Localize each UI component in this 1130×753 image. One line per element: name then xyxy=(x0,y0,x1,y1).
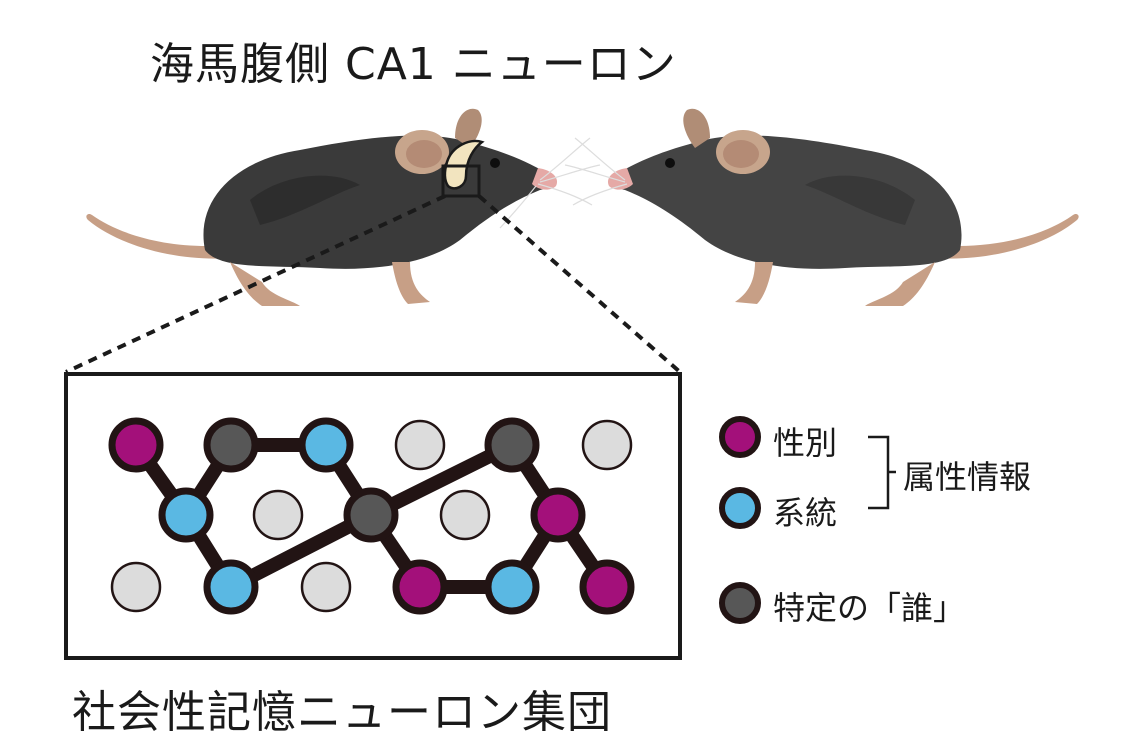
right-mouse-ear-far xyxy=(683,108,710,148)
right-mouse-tail xyxy=(933,213,1079,259)
left-mouse-foreleg xyxy=(392,262,430,304)
network-node-inactive xyxy=(581,419,633,471)
right-mouse-hindleg xyxy=(865,262,935,306)
right-mouse-ear-inner xyxy=(723,140,759,168)
network-node-specific-who xyxy=(484,417,540,473)
network-node-inactive xyxy=(110,561,162,613)
legend-attribute-label: 属性情報 xyxy=(903,458,1032,496)
left-mouse-tail xyxy=(86,213,233,259)
network-node-strain xyxy=(158,487,214,543)
network-node-inactive xyxy=(300,561,352,613)
network-nodes xyxy=(108,417,635,615)
right-mouse xyxy=(564,108,1079,306)
left-mouse-whiskers xyxy=(499,137,601,229)
right-mouse-shade xyxy=(805,175,915,225)
left-mouse-shade xyxy=(250,175,360,225)
legend-strain-label: 系統 xyxy=(773,494,838,532)
left-mouse-hindleg xyxy=(230,262,300,306)
network-node-strain xyxy=(298,417,354,473)
right-mouse-eye xyxy=(665,158,675,168)
right-mouse-body xyxy=(611,135,962,269)
network-node-sex xyxy=(579,559,635,615)
left-mouse-ear-inner xyxy=(406,140,442,168)
network-node-strain xyxy=(484,559,540,615)
right-mouse-foreleg xyxy=(735,262,773,304)
network-node-specific-who xyxy=(343,487,399,543)
figure-title: 海馬腹側 CA1 ニューロン xyxy=(150,39,677,90)
legend-sex-label: 性別 xyxy=(773,424,838,462)
network-node-sex xyxy=(392,559,448,615)
network-node-inactive xyxy=(439,489,491,541)
legend-strain-marker xyxy=(719,487,761,529)
zoom-line-right xyxy=(477,194,682,374)
legend-sex-marker xyxy=(719,416,761,458)
network-node-inactive xyxy=(394,419,446,471)
figure-caption: 社会性記憶ニューロン集団 xyxy=(72,687,612,738)
legend-who-label: 特定の「誰」 xyxy=(773,589,966,627)
left-mouse xyxy=(86,108,601,306)
zoom-line-left xyxy=(65,194,446,374)
left-mouse-ear-far xyxy=(455,108,482,148)
zoom-region-marker xyxy=(441,164,481,198)
network-node-inactive xyxy=(252,489,304,541)
network-node-sex xyxy=(530,487,586,543)
right-mouse-whiskers xyxy=(564,137,628,206)
network-node-specific-who xyxy=(203,417,259,473)
legend-who-marker xyxy=(719,582,761,624)
left-mouse-eye xyxy=(490,158,500,168)
network-node-sex xyxy=(108,417,164,473)
network-node-strain xyxy=(203,559,259,615)
legend-bracket xyxy=(868,435,896,510)
